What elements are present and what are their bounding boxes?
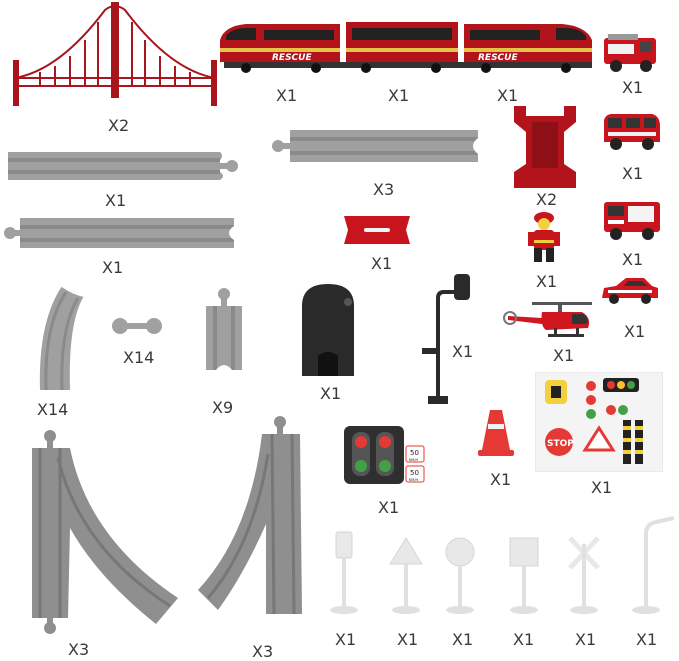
sticker-sheet: STOP [535,372,663,472]
short-track [200,286,248,386]
sign-rectangle [326,528,362,616]
train-text-left: RESCUE [272,53,312,63]
bridge-piece [10,0,220,112]
sign-triangle-qty: X1 [397,630,419,649]
sticker-stop-text: STOP [547,439,574,449]
sign-rect-qty: X1 [335,630,357,649]
train-right-qty: X1 [497,86,519,105]
sign-round-qty: X1 [452,630,474,649]
sign-triangle [384,534,428,616]
long-track-1 [8,146,238,186]
connector-qty: X14 [123,348,155,367]
switch-left-qty: X3 [68,640,90,659]
traffic-cone [476,404,516,460]
long-track-3-qty: X3 [373,180,395,199]
street-lamp [414,272,474,412]
fire-car [598,274,662,308]
pillar-qty: X2 [536,190,558,209]
traffic-signal-qty: X1 [378,498,400,517]
train-middle-qty: X1 [388,86,410,105]
firefighter-qty: X1 [536,272,558,291]
cone-qty: X1 [490,470,512,489]
signal-sign-bottom: 50 [410,469,419,477]
sign-lamp-qty: X1 [636,630,658,649]
train-left-qty: X1 [276,86,298,105]
train-set: RESCUE RESCUE [216,18,596,74]
switch-right-qty: X3 [252,642,274,661]
pillar-piece [506,102,584,190]
long-track-2-qty: X1 [102,258,124,277]
sticker-sheet-qty: X1 [591,478,613,497]
switch-track-left [28,428,188,640]
tunnel-block-qty: X1 [320,384,342,403]
curve-track [32,282,92,394]
sign-crossing [562,534,606,616]
helicopter-qty: X1 [553,346,575,365]
fire-car-qty: X1 [624,322,646,341]
curve-track-qty: X14 [37,400,69,419]
bridge-qty: X2 [108,116,130,135]
sign-square-qty: X1 [513,630,535,649]
tunnel-block [298,280,360,380]
sign-lamp [622,512,678,616]
train-text-right: RESCUE [478,53,518,63]
signal-sign-top-unit: KM/H [409,458,418,462]
firefighter-figure [524,210,564,266]
fire-truck-qty: X1 [622,78,644,97]
street-lamp-qty: X1 [452,342,474,361]
traffic-signal-box: 50 KM/H 50 KM/H [342,424,426,488]
fire-truck [600,30,662,74]
fire-van-qty: X1 [622,164,644,183]
short-track-qty: X9 [212,398,234,417]
connector-piece [110,316,164,336]
fire-rescue-truck-qty: X1 [622,250,644,269]
sign-round [438,534,482,616]
long-track-3 [270,124,490,168]
signal-sign-bottom-unit: KM/H [409,478,418,482]
fire-rescue-truck [600,196,664,244]
sign-crossing-qty: X1 [575,630,597,649]
helicopter [502,298,596,344]
signal-sign-top: 50 [410,449,419,457]
red-ramp-qty: X1 [371,254,393,273]
sign-square [502,534,546,616]
long-track-1-qty: X1 [105,191,127,210]
red-ramp [340,212,414,248]
fire-van [600,110,664,154]
switch-track-right [194,414,314,634]
long-track-2 [2,212,246,254]
